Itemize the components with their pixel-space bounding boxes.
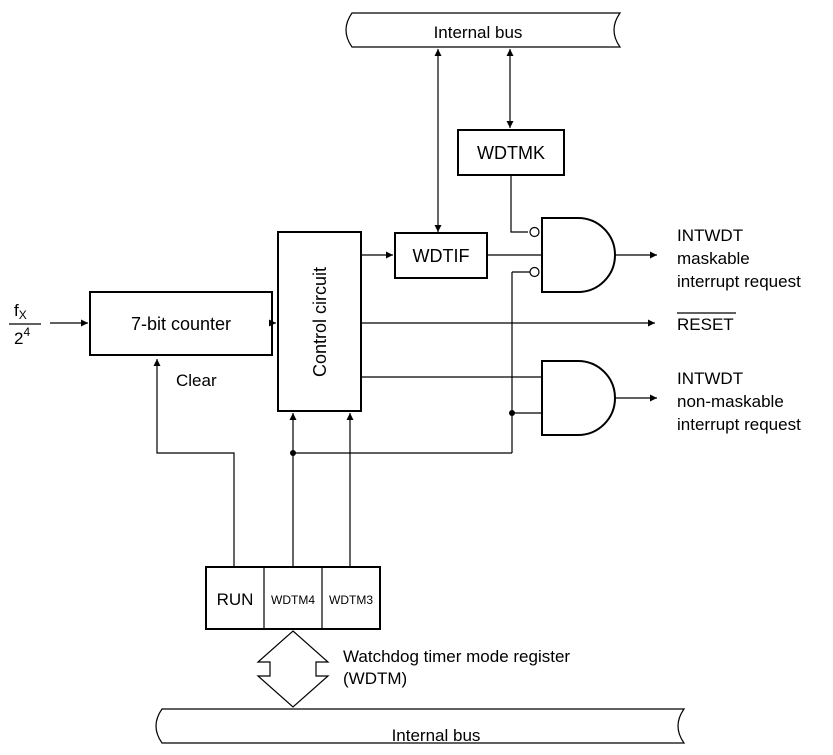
nonmaskable-label-line3: interrupt request <box>677 415 801 434</box>
svg-text:fX: fX <box>14 301 27 322</box>
inverter-bubble-top <box>529 226 540 238</box>
inverter-bubble-bottom <box>529 266 540 278</box>
clear-label: Clear <box>176 371 217 390</box>
register-field-wdtm4: WDTM4 <box>271 593 315 607</box>
top-internal-bus: Internal bus <box>345 12 622 48</box>
top-bus-label: Internal bus <box>434 23 523 42</box>
maskable-and-gate <box>529 217 616 293</box>
register-caption-line2: (WDTM) <box>343 669 407 688</box>
svg-text:24: 24 <box>14 325 30 348</box>
bottom-internal-bus: Internal bus <box>155 708 686 745</box>
clock-exponent: 4 <box>23 325 30 339</box>
nonmaskable-and-gate <box>541 360 616 436</box>
run-to-counter-clear-arrow <box>153 359 235 567</box>
nonmaskable-label-line2: non-maskable <box>677 392 784 411</box>
counter-label: 7-bit counter <box>131 314 231 334</box>
wdtmk-to-gate-wire <box>510 175 528 233</box>
clock-input: fX 24 <box>9 301 41 348</box>
nonmaskable-label-line1: INTWDT <box>677 369 743 388</box>
wdtif-block: WDTIF <box>394 232 488 279</box>
bottom-bus-label: Internal bus <box>392 726 481 745</box>
clock-subscript: X <box>19 308 27 322</box>
register-field-run: RUN <box>217 590 254 609</box>
wdtm-register: RUN WDTM4 WDTM3 <box>205 566 381 630</box>
register-bus-double-arrow <box>256 630 330 708</box>
maskable-label-line1: INTWDT <box>677 226 743 245</box>
wdtif-label: WDTIF <box>413 246 470 266</box>
register-field-wdtm3: WDTM3 <box>329 593 373 607</box>
register-caption-line1: Watchdog timer mode register <box>343 647 570 666</box>
clock-denominator: 2 <box>14 329 23 348</box>
wdtmk-label: WDTMK <box>477 143 545 163</box>
maskable-label-line2: maskable <box>677 249 750 268</box>
wdtmk-block: WDTMK <box>457 129 565 176</box>
counter-block: 7-bit counter <box>89 291 273 356</box>
reset-label: RESET <box>677 315 734 334</box>
control-circuit-block: Control circuit <box>277 231 362 412</box>
clock-numerator: f <box>14 301 19 320</box>
control-circuit-label: Control circuit <box>310 267 330 377</box>
maskable-label-line3: interrupt request <box>677 272 801 291</box>
